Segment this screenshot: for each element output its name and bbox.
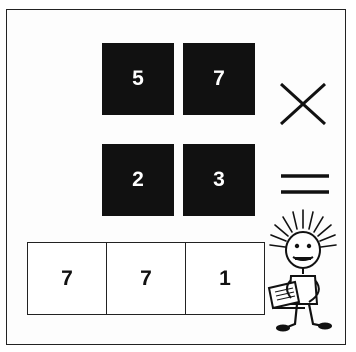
- digit-tile-value: 7: [213, 67, 225, 91]
- spiky-hair-kid-with-laptop-icon: [265, 208, 341, 336]
- multiply-icon: [277, 80, 329, 128]
- answer-digit: 7: [140, 267, 152, 291]
- answer-cell: 1: [186, 243, 264, 314]
- digit-tile-bottom-left: 2: [102, 144, 174, 216]
- digit-tile-value: 5: [132, 67, 144, 91]
- answer-digit: 1: [219, 267, 231, 291]
- equals-icon: [279, 170, 331, 198]
- puzzle-frame: 5 7 2 3 7 7 1: [6, 9, 346, 345]
- answer-cell: 7: [28, 243, 107, 314]
- digit-tile-value: 2: [132, 168, 144, 192]
- digit-tile-top-right: 7: [183, 43, 255, 115]
- digit-tile-bottom-right: 3: [183, 144, 255, 216]
- digit-tile-value: 3: [213, 168, 225, 192]
- digit-tile-top-left: 5: [102, 43, 174, 115]
- answer-digit: 7: [61, 267, 73, 291]
- answer-cell: 7: [107, 243, 186, 314]
- answer-row: 7 7 1: [27, 242, 265, 315]
